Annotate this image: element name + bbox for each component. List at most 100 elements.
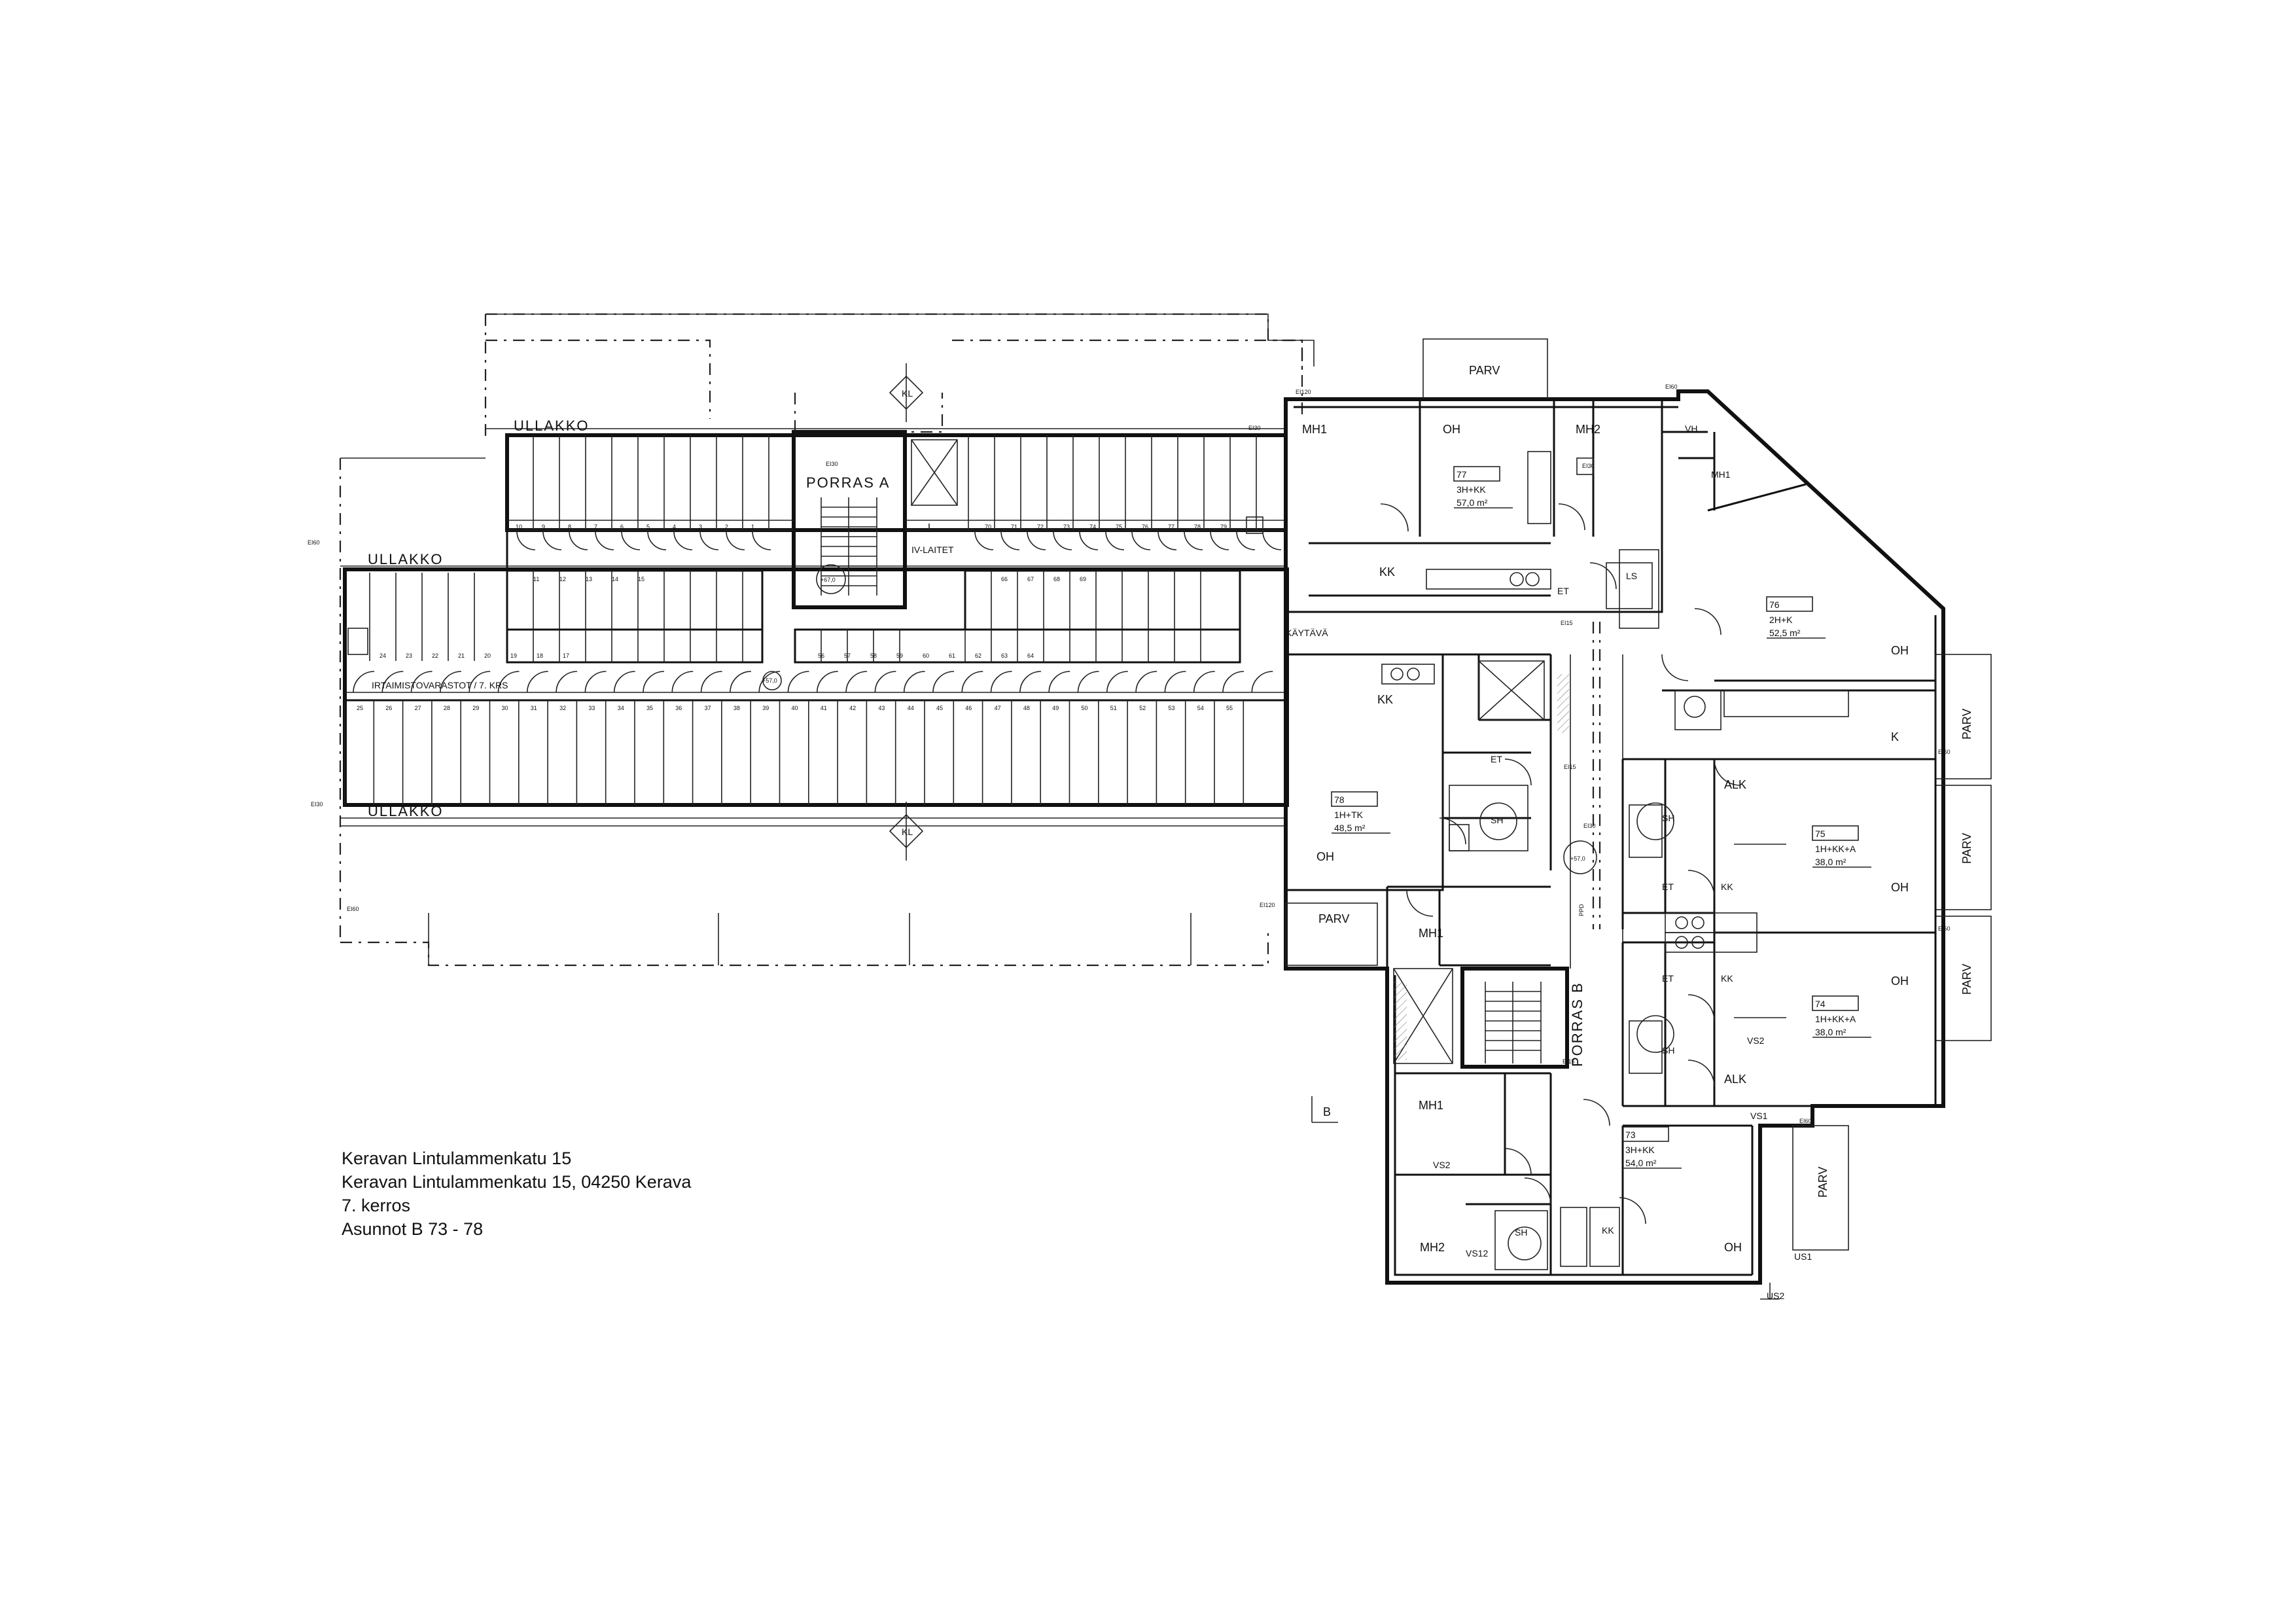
room-a73-oh: OH bbox=[1724, 1241, 1742, 1254]
apartment-74 bbox=[1621, 931, 1937, 1107]
storage-number: 75 bbox=[1116, 524, 1122, 530]
door-swing bbox=[468, 671, 491, 693]
storage-number: 54 bbox=[1197, 705, 1204, 711]
svg-text:B: B bbox=[1323, 1105, 1331, 1118]
room-a73-parv: PARV bbox=[1816, 1167, 1829, 1198]
door-swing bbox=[1131, 531, 1151, 550]
wc-fixture-a bbox=[347, 628, 368, 655]
door-swing bbox=[621, 531, 641, 550]
room-a77-mh1: MH1 bbox=[1302, 423, 1327, 436]
storage-cells-middle bbox=[369, 569, 1241, 664]
apartment-number: 76 bbox=[1769, 599, 1780, 610]
door-swing bbox=[1019, 671, 1041, 693]
storage-number: 8 bbox=[568, 524, 571, 530]
room-a73-vs1: VS1 bbox=[1750, 1111, 1768, 1121]
storage-number: 6 bbox=[620, 524, 624, 530]
apartment-number: 75 bbox=[1815, 829, 1826, 839]
storage-number: 30 bbox=[502, 705, 508, 711]
storage-number: 29 bbox=[472, 705, 479, 711]
door-swing bbox=[556, 671, 578, 693]
door-swing bbox=[381, 671, 404, 693]
door-swing bbox=[595, 531, 614, 550]
storage-number: 57 bbox=[844, 652, 851, 659]
door-swing bbox=[1184, 531, 1203, 550]
storage-number: 51 bbox=[1110, 705, 1117, 711]
storage-number: 66 bbox=[1001, 576, 1008, 582]
room-a74-sh: SH bbox=[1662, 1045, 1674, 1056]
room-a77-mh2: MH2 bbox=[1576, 423, 1600, 436]
door-swing bbox=[647, 531, 667, 550]
door-swing bbox=[932, 671, 955, 693]
storage-number: 9 bbox=[542, 524, 545, 530]
caption-floor: 7. kerros bbox=[342, 1196, 411, 1215]
apartment-73 bbox=[1395, 1072, 1780, 1300]
label-iv-laitet: IV-LAITET bbox=[911, 544, 954, 555]
door-swing bbox=[1222, 671, 1245, 693]
storage-number: 63 bbox=[1001, 652, 1008, 659]
room-a75-kk: KK bbox=[1721, 882, 1733, 892]
storage-number: 77 bbox=[1168, 524, 1174, 530]
label-e30-b: EI30 bbox=[311, 801, 323, 808]
porras-b-stairwell bbox=[1393, 840, 1597, 1069]
dormer-outline-a bbox=[486, 339, 711, 419]
label-e120-b: EI120 bbox=[1296, 389, 1311, 395]
storage-cells-bottom bbox=[344, 692, 1287, 805]
storage-number: 61 bbox=[949, 652, 955, 659]
door-swing bbox=[1027, 531, 1046, 550]
door-swing bbox=[730, 671, 751, 693]
room-a74-alk: ALK bbox=[1724, 1073, 1746, 1086]
room-a74-oh: OH bbox=[1891, 974, 1909, 988]
apartment-type: 3H+KK bbox=[1625, 1145, 1655, 1155]
storage-number: 53 bbox=[1168, 705, 1174, 711]
door-swing bbox=[569, 531, 588, 550]
storage-number: 55 bbox=[1226, 705, 1233, 711]
door-swing bbox=[903, 671, 925, 693]
label-e30-d: EI30 bbox=[1582, 463, 1595, 469]
wc-fixture-b bbox=[1246, 516, 1263, 534]
storage-number: 13 bbox=[586, 576, 592, 582]
room-a77-ls: LS bbox=[1626, 571, 1637, 581]
room-a77-et: ET bbox=[1557, 586, 1569, 596]
hatch-a bbox=[1394, 982, 1407, 1060]
porras-a-stair-treads bbox=[816, 497, 877, 596]
label-e60-e: EI60 bbox=[1938, 925, 1951, 932]
room-a78-et: ET bbox=[1491, 754, 1502, 764]
label-e60-f: EI60 bbox=[1799, 1118, 1812, 1124]
dormer-outline-c bbox=[794, 393, 944, 433]
porras-a-stairwell bbox=[792, 430, 907, 609]
storage-number: 62 bbox=[975, 652, 981, 659]
drain-a bbox=[762, 671, 782, 690]
storage-number: 21 bbox=[458, 652, 465, 659]
storage-number: 17 bbox=[563, 652, 569, 659]
apartment-type: 1H+KK+A bbox=[1815, 844, 1856, 854]
door-swing bbox=[584, 671, 607, 693]
room-a76-vh: VH bbox=[1685, 423, 1697, 434]
door-swing bbox=[527, 671, 548, 693]
storage-number: 1 bbox=[751, 524, 754, 530]
storage-number: 4 bbox=[673, 524, 676, 530]
label-kl-bottom: KL bbox=[902, 827, 913, 837]
apartment-area: 52,5 m² bbox=[1769, 628, 1801, 638]
apartment-number: 73 bbox=[1625, 1130, 1636, 1140]
apartment-area: 57,0 m² bbox=[1457, 497, 1488, 508]
storage-number: 72 bbox=[1037, 524, 1044, 530]
door-swing bbox=[671, 671, 694, 693]
storage-number: 71 bbox=[1011, 524, 1017, 530]
label-e30-a: EI30 bbox=[1248, 425, 1261, 431]
apartment-type: 3H+KK bbox=[1457, 484, 1486, 495]
storage-number: 68 bbox=[1053, 576, 1060, 582]
room-a76-parv: PARV bbox=[1960, 709, 1973, 740]
door-swing bbox=[974, 531, 994, 550]
door-swing bbox=[1262, 531, 1282, 550]
balcony-73 bbox=[1792, 1125, 1849, 1251]
balcony-78 bbox=[1285, 902, 1378, 966]
door-swing bbox=[613, 671, 635, 693]
door-swing bbox=[643, 671, 665, 693]
